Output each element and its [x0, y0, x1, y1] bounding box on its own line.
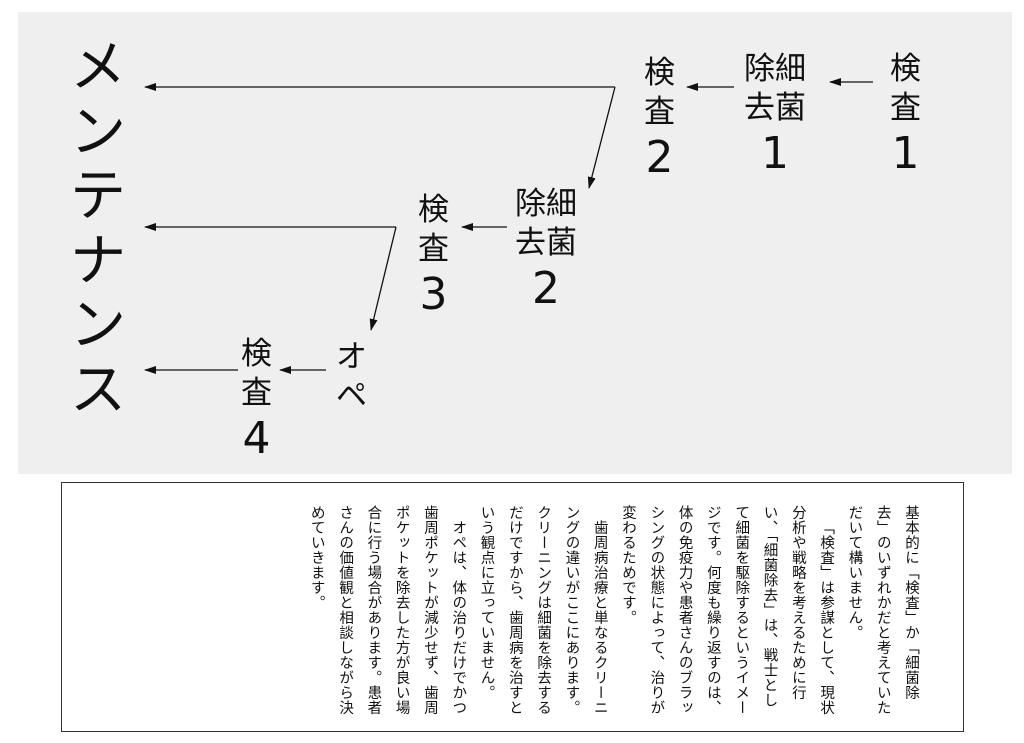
sterilize-2-node: 除細 去菌 2: [515, 185, 577, 313]
sterilize-1-node: 除細 去菌 1: [744, 50, 806, 178]
maintenance-char: ス: [70, 357, 126, 423]
sterilize-2-line-a: 除細: [515, 186, 577, 222]
sterilize-1-line-a: 除細: [744, 51, 806, 87]
ope-char-b: ペ: [336, 377, 367, 414]
exam-2-node: 検 査 2: [644, 54, 675, 182]
maintenance-char: ナ: [70, 228, 126, 294]
explanation-text: 基本的に「検査」か「細菌除去」のいずれかだと考えていただいて構いません。 「検査…: [302, 505, 925, 715]
exam-4-node: 検 査 4: [241, 335, 272, 463]
paragraph-4: オペは、体の治りだけでかつ歯周ポケットが減少せず、歯周ポケットを除去した方が良い…: [308, 505, 467, 715]
exam-2-char-b: 査: [644, 93, 675, 130]
maintenance-char: ン: [70, 293, 126, 358]
exam-3-number: 3: [419, 268, 448, 320]
ope-char-a: オ: [336, 339, 367, 375]
exam-4-number: 4: [242, 412, 271, 464]
maintenance-char: テ: [70, 164, 126, 229]
sterilize-2-number: 2: [532, 262, 560, 314]
exam-1-number: 1: [891, 127, 920, 179]
exam-2-char-a: 検: [644, 55, 675, 91]
paragraph-2: 「検査」は参謀として、現状分析や戦略を考えるために行い、「細菌除去」は、戦士とし…: [620, 505, 835, 715]
exam-1-node: 検 査 1: [890, 50, 921, 178]
diagram-panel: メンテナンス 検 査 1 除細 去菌 1 検 査 2 除細 去菌 2 検 査 3…: [18, 12, 1012, 474]
exam-4-char-a: 検: [241, 336, 272, 372]
exam-2-number: 2: [645, 131, 674, 183]
sterilize-1-number: 1: [761, 127, 789, 179]
paragraph-1: 基本的に「検査」か「細菌除去」のいずれかだと考えていただいて構いません。: [846, 505, 919, 715]
explanation-box: 基本的に「検査」か「細菌除去」のいずれかだと考えていただいて構いません。 「検査…: [61, 482, 964, 732]
maintenance-node: メンテナンス: [70, 35, 126, 423]
exam-1-char-a: 検: [890, 51, 921, 87]
paragraph-3: 歯周病治療と単なるクリーニングの違いがここにあります。クリーニングは細菌を除去す…: [478, 505, 608, 715]
maintenance-char: ン: [70, 99, 126, 165]
maintenance-label: メンテナンス: [70, 35, 126, 423]
maintenance-char: メ: [70, 35, 126, 100]
flow-arrows: [144, 78, 873, 374]
sterilize-1-line-b: 去菌: [744, 89, 806, 126]
exam-3-char-b: 査: [418, 230, 449, 267]
exam-1-char-b: 査: [890, 89, 921, 126]
exam-3-node: 検 査 3: [418, 191, 449, 319]
arrow-exam2-to-sterilize2: [587, 86, 616, 189]
ope-node: オ ペ: [336, 338, 367, 416]
sterilize-2-line-b: 去菌: [515, 224, 577, 261]
exam-3-char-a: 検: [418, 192, 449, 228]
exam-4-char-b: 査: [241, 374, 272, 411]
arrow-exam3-to-ope: [369, 226, 397, 331]
